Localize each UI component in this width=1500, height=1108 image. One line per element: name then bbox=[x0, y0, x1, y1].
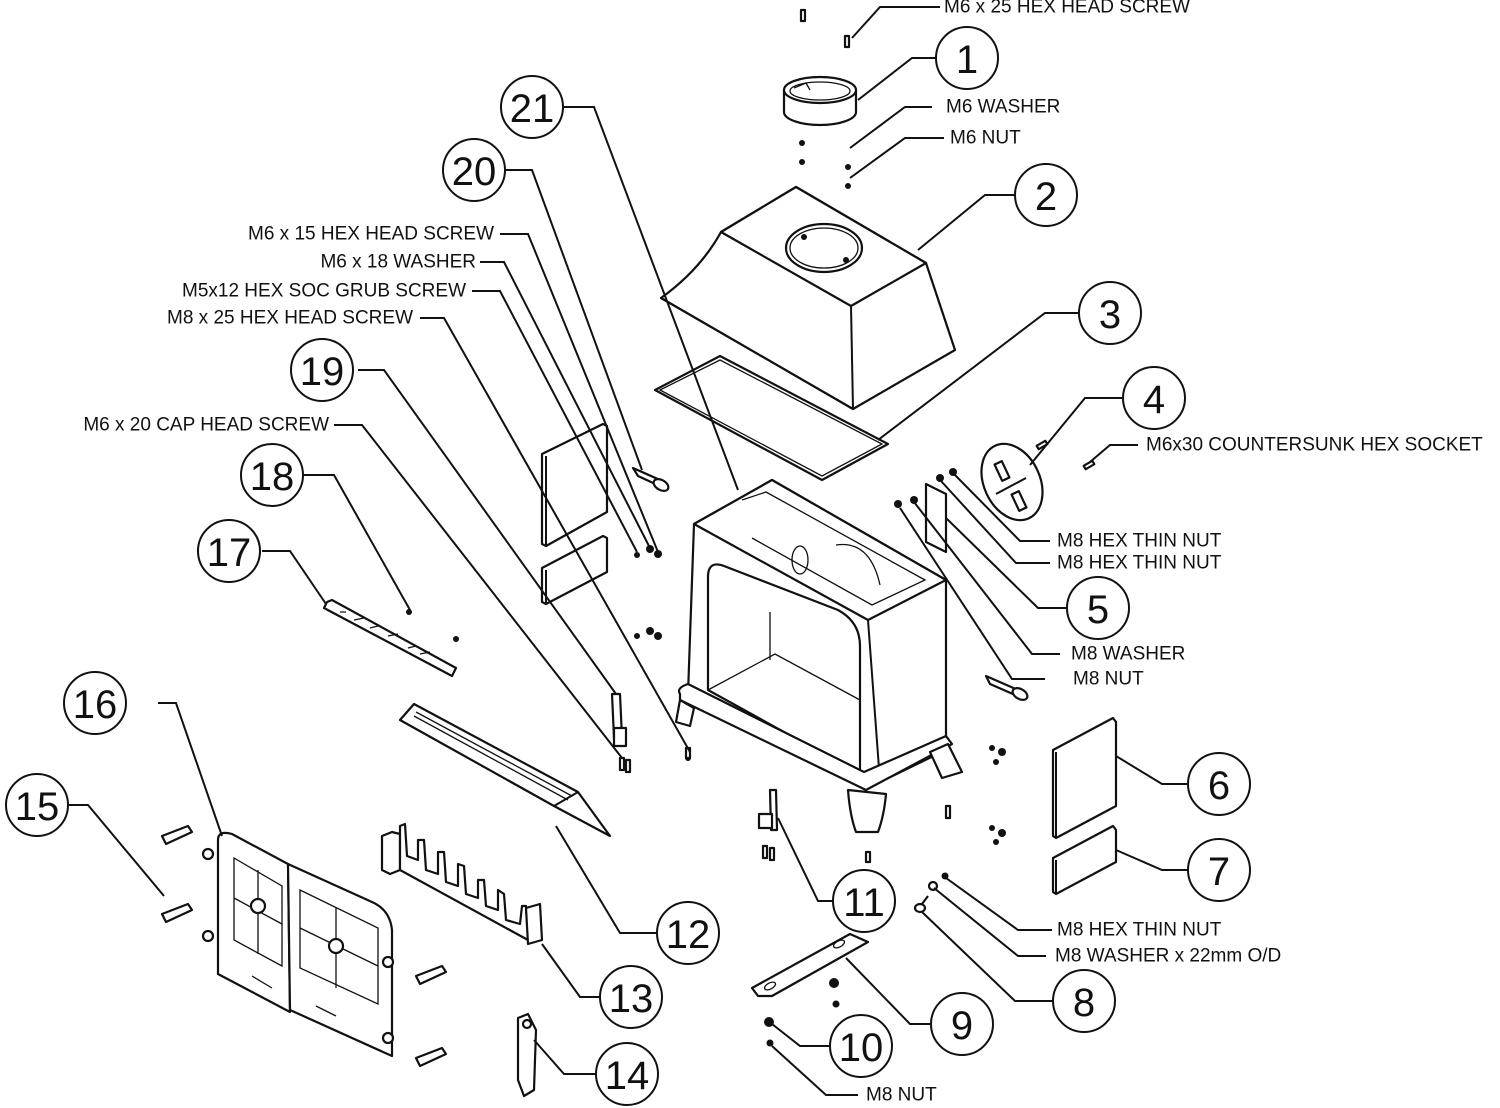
label-m6x30-countersunk: M6x30 COUNTERSUNK HEX SOCKET bbox=[1146, 435, 1483, 456]
part-14-handle bbox=[516, 1012, 538, 1098]
bubble-6-text: 6 bbox=[1208, 764, 1230, 808]
bubble-18: 18 bbox=[240, 443, 304, 507]
label-m6x15-hex-head-screw: M6 x 15 HEX HEAD SCREW bbox=[248, 224, 494, 245]
label-m8-hex-thin-nut-1: M8 HEX THIN NUT bbox=[1057, 531, 1222, 552]
bubble-3: 3 bbox=[1078, 281, 1142, 345]
bubble-20: 20 bbox=[442, 138, 506, 202]
part-2-hood bbox=[659, 185, 957, 411]
part-7-firebrick bbox=[1051, 824, 1118, 896]
bubble-2: 2 bbox=[1014, 163, 1078, 227]
bubble-1: 1 bbox=[935, 26, 999, 90]
part-1-flue-collar bbox=[782, 75, 858, 127]
bubble-15-text: 15 bbox=[15, 785, 60, 829]
rod-right bbox=[984, 674, 1029, 701]
bubble-16-text: 16 bbox=[73, 683, 118, 727]
bubble-9-text: 9 bbox=[951, 1004, 973, 1048]
leader-lines bbox=[68, 6, 1188, 1096]
bubble-5-text: 5 bbox=[1087, 588, 1109, 632]
bubble-13: 13 bbox=[599, 965, 663, 1029]
bubble-20-text: 20 bbox=[452, 150, 497, 194]
body-fasteners bbox=[864, 745, 1006, 864]
label-m8-hex-thin-nut-2: M8 HEX THIN NUT bbox=[1057, 553, 1222, 574]
part-16-doors bbox=[201, 831, 395, 1058]
bubble-10-text: 10 bbox=[839, 1026, 884, 1070]
label-m6x20-cap-head-screw: M6 x 20 CAP HEAD SCREW bbox=[83, 415, 329, 436]
label-m8-washer-22mm: M8 WASHER x 22mm O/D bbox=[1055, 946, 1281, 967]
part-10-fasteners bbox=[764, 978, 840, 1047]
part-4-air-disc bbox=[980, 439, 1096, 522]
label-m8-nut-2: M8 NUT bbox=[866, 1085, 937, 1106]
bubble-12: 12 bbox=[656, 901, 720, 965]
bubble-13-text: 13 bbox=[609, 977, 654, 1021]
bubble-10: 10 bbox=[829, 1014, 893, 1078]
bubble-17-text: 17 bbox=[207, 531, 252, 575]
part-20-rod bbox=[631, 466, 670, 492]
bubble-5: 5 bbox=[1066, 576, 1130, 640]
bubble-19: 19 bbox=[290, 338, 354, 402]
bubble-16: 16 bbox=[63, 671, 127, 735]
bubble-8: 8 bbox=[1052, 969, 1116, 1033]
bubble-19-text: 19 bbox=[300, 350, 345, 394]
bubble-11: 11 bbox=[832, 869, 896, 933]
label-m6-washer: M6 WASHER bbox=[946, 97, 1060, 118]
part-9-plate bbox=[750, 932, 870, 998]
bubble-17: 17 bbox=[197, 519, 261, 583]
small-fasteners bbox=[634, 545, 662, 640]
bubble-21-text: 21 bbox=[510, 87, 555, 131]
label-m8-hex-thin-nut-3: M8 HEX THIN NUT bbox=[1057, 920, 1222, 941]
firebricks-left bbox=[540, 422, 609, 606]
label-m8-washer: M8 WASHER bbox=[1071, 644, 1185, 665]
part-5-plate bbox=[924, 482, 948, 554]
bubble-14-text: 14 bbox=[605, 1054, 650, 1098]
label-m8-nut-1: M8 NUT bbox=[1073, 669, 1144, 690]
bubble-7: 7 bbox=[1187, 838, 1251, 902]
part-3-gasket bbox=[653, 354, 890, 482]
part-19-clip bbox=[610, 692, 632, 774]
part-15-hinges bbox=[160, 824, 448, 1068]
part-17-grate-bar bbox=[322, 598, 459, 678]
bubble-3-text: 3 bbox=[1099, 293, 1121, 337]
bubble-11-text: 11 bbox=[843, 881, 885, 925]
part-12-baffle bbox=[398, 702, 612, 838]
bubble-6: 6 bbox=[1187, 752, 1251, 816]
part-5-fasteners bbox=[894, 468, 957, 508]
m6-screws bbox=[799, 8, 851, 189]
bubble-7-text: 7 bbox=[1208, 850, 1230, 894]
label-m6x18-washer: M6 x 18 WASHER bbox=[320, 252, 476, 273]
label-m6-nut: M6 NUT bbox=[950, 128, 1021, 149]
label-m8x25-hex-head-screw: M8 x 25 HEX HEAD SCREW bbox=[167, 308, 413, 329]
bubble-12-text: 12 bbox=[666, 913, 711, 957]
part-6-firebrick bbox=[1051, 716, 1118, 840]
part-8-fasteners bbox=[913, 872, 949, 914]
bubble-21: 21 bbox=[500, 75, 564, 139]
bubble-14: 14 bbox=[595, 1042, 659, 1106]
label-m5x12-grub-screw: M5x12 HEX SOC GRUB SCREW bbox=[182, 281, 466, 302]
bubble-1-text: 1 bbox=[956, 38, 978, 82]
bubble-9: 9 bbox=[930, 992, 994, 1056]
part-21-stove-body bbox=[674, 478, 964, 834]
bubble-18-text: 18 bbox=[250, 455, 295, 499]
part-11-bracket bbox=[757, 788, 779, 862]
bubble-8-text: 8 bbox=[1073, 981, 1095, 1025]
part-13-firebars bbox=[380, 822, 544, 946]
bubble-4-text: 4 bbox=[1143, 378, 1165, 422]
bubble-2-text: 2 bbox=[1035, 175, 1057, 219]
bubble-4: 4 bbox=[1122, 366, 1186, 430]
label-m6x25-hex-head-screw: M6 x 25 HEX HEAD SCREW bbox=[944, 0, 1190, 18]
bubble-15: 15 bbox=[5, 773, 69, 837]
